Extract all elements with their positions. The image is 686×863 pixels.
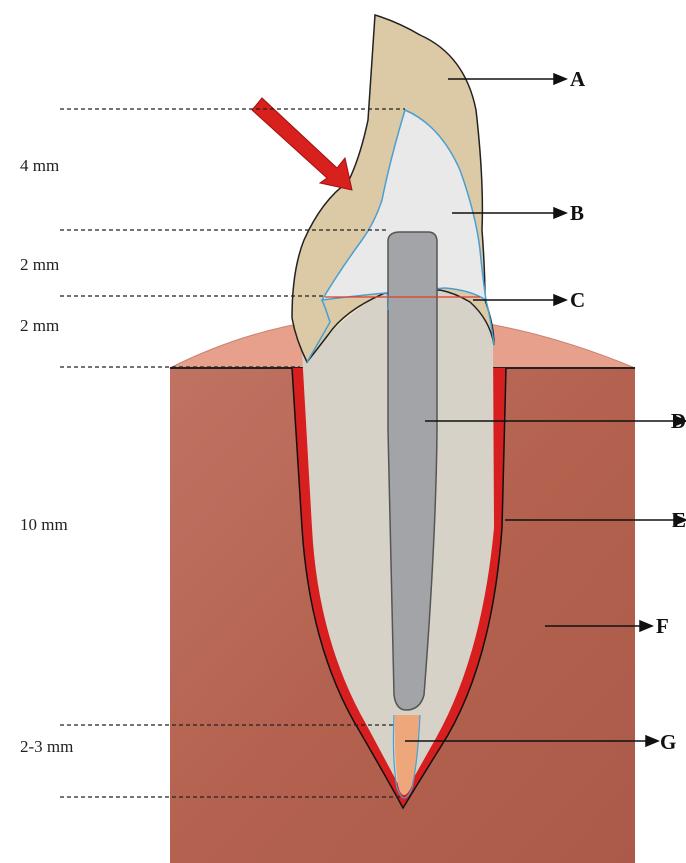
measurement-2-3mm: 2-3 mm: [20, 737, 73, 756]
measurement-2mm-upper: 2 mm: [20, 255, 59, 274]
measurement-10mm: 10 mm: [20, 515, 68, 534]
force-arrow: [252, 98, 352, 190]
measurement-2mm-lower: 2 mm: [20, 316, 59, 335]
label-b: B: [570, 201, 584, 225]
label-c: C: [570, 288, 585, 312]
label-e: E: [672, 508, 686, 532]
label-a: A: [570, 67, 586, 91]
label-g: G: [660, 730, 676, 754]
measurement-4mm: 4 mm: [20, 156, 59, 175]
label-f: F: [656, 614, 669, 638]
label-d: D: [671, 409, 686, 433]
